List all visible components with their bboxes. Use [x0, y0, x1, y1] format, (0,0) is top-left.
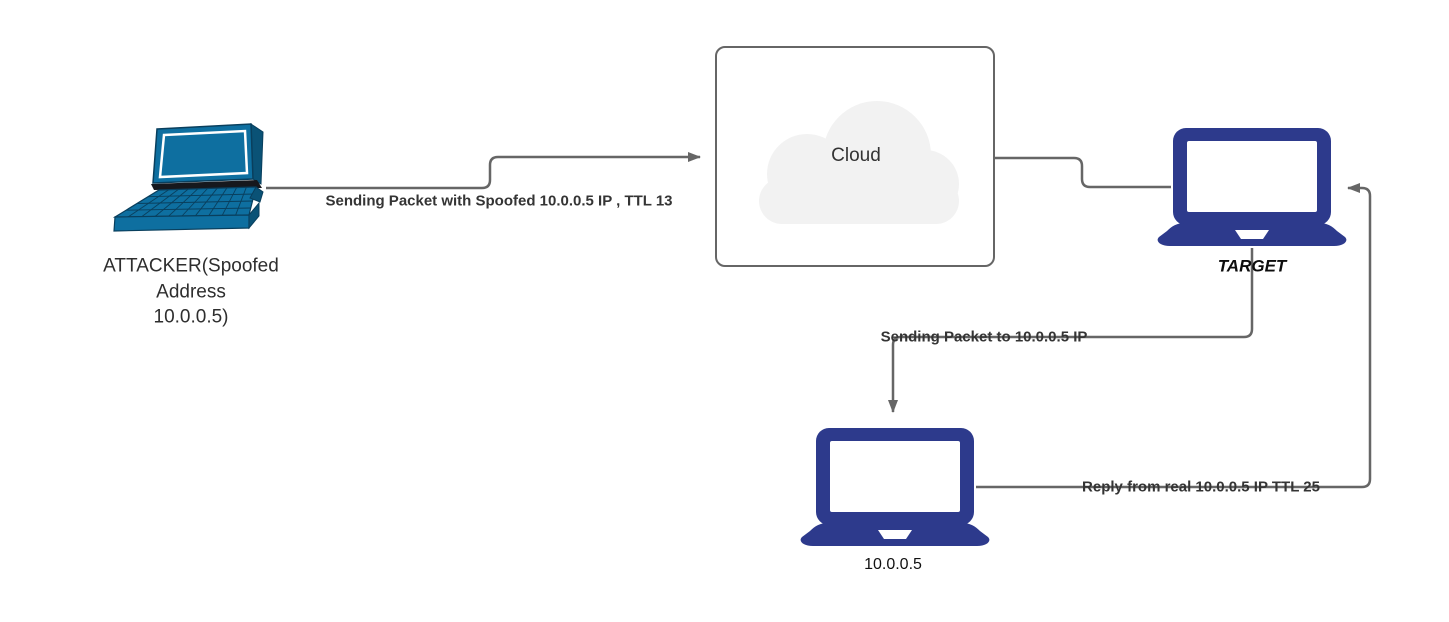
laptop-front-icon [800, 428, 990, 546]
edge-realhost-to-target [976, 183, 1372, 489]
edge-label-spoofed-packet: Sending Packet with Spoofed 10.0.0.5 IP … [325, 192, 673, 210]
edge-label-send-to-real: Sending Packet to 10.0.0.5 IP [880, 328, 1088, 346]
cloud-node-label: Cloud [831, 145, 881, 167]
attacker-node-label: ATTACKER(Spoofed Address 10.0.0.5) [103, 255, 279, 328]
edge-attacker-to-cloud [266, 152, 701, 190]
realhost-node-label: 10.0.0.5 [864, 556, 922, 574]
edge-cloud-to-target [993, 156, 1171, 189]
laptop-front-icon [1157, 128, 1347, 246]
edge-label-reply-from-real: Reply from real 10.0.0.5 IP TTL 25 [1082, 478, 1320, 496]
cloud-icon [759, 101, 959, 224]
target-node-label: TARGET [1217, 256, 1287, 276]
cloud-box [715, 46, 995, 267]
laptop-perspective-icon [112, 123, 264, 232]
edge-target-to-realhost [888, 248, 1254, 413]
